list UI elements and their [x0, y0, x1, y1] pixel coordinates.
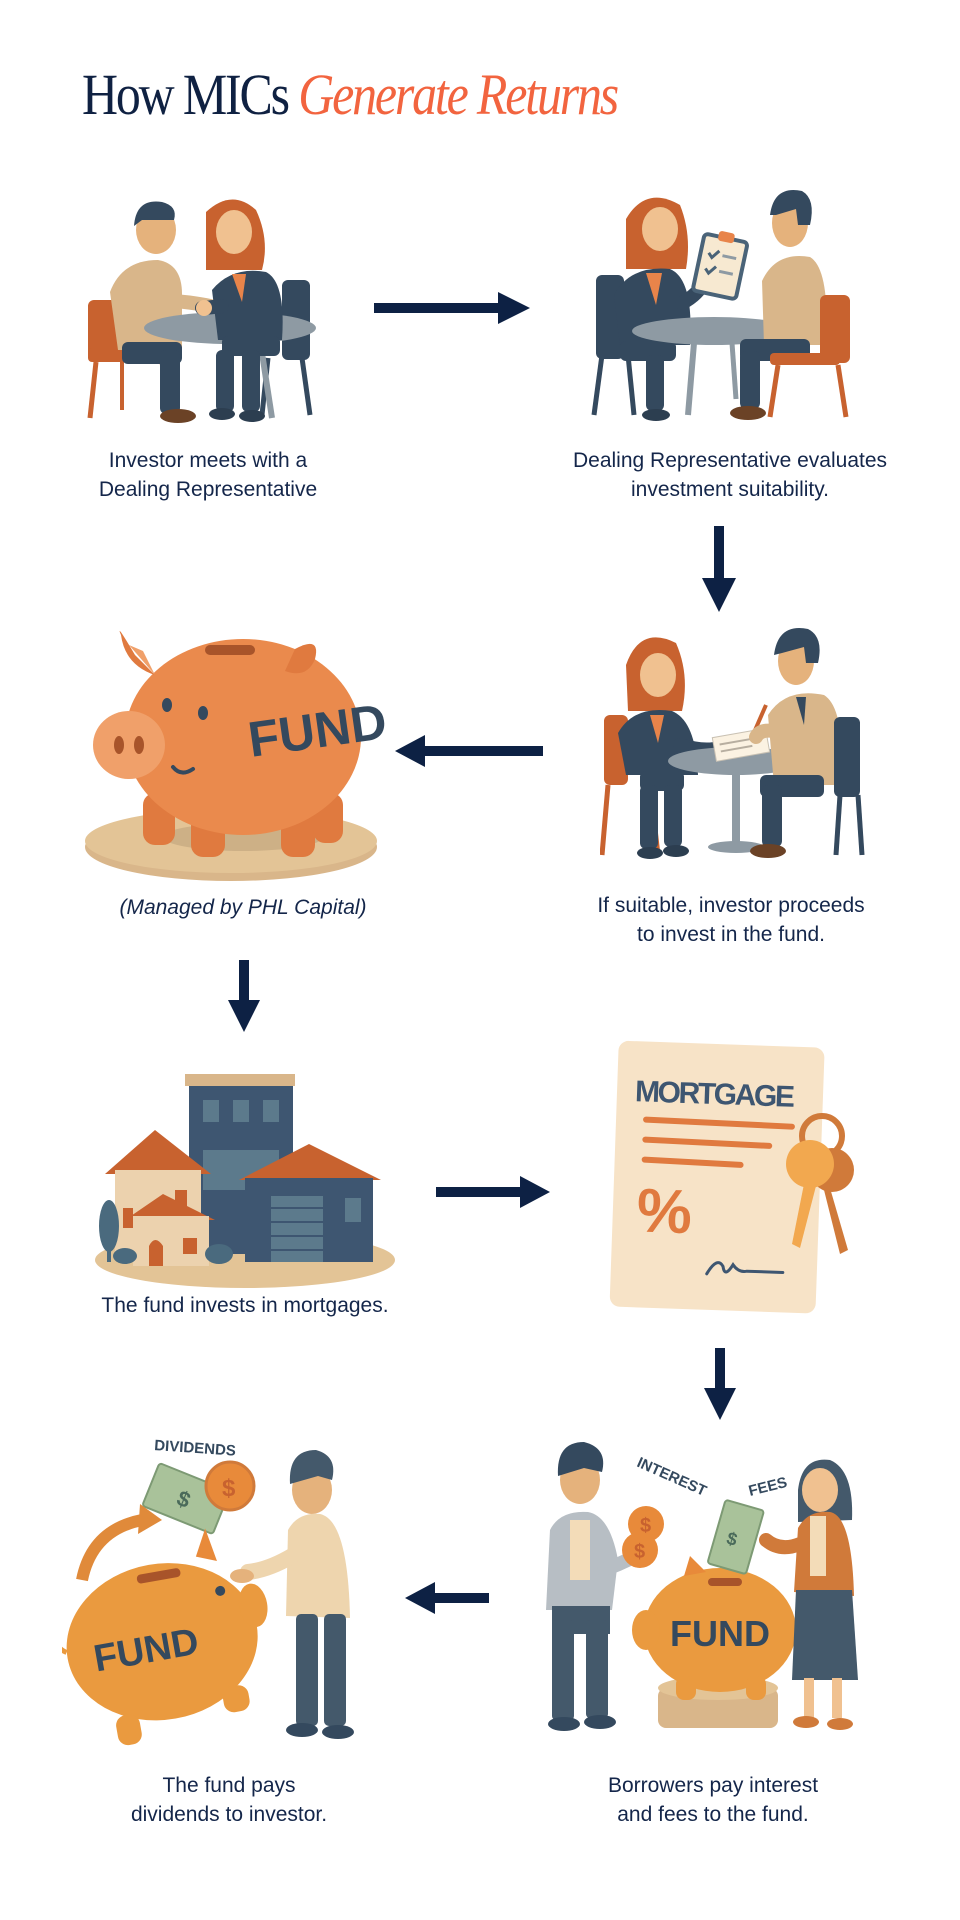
step-2-illustration: [590, 185, 860, 430]
arrow-right-icon: [374, 292, 530, 324]
caption-line: The fund invests in mortgages.: [101, 1294, 389, 1317]
caption-line: If suitable, investor proceeds: [597, 894, 865, 917]
caption-line: and fees to the fund.: [617, 1803, 809, 1826]
step-2-caption: Dealing Representative evaluates investm…: [530, 446, 930, 504]
arrow-right-1: [374, 292, 532, 324]
percent-symbol: %: [636, 1176, 694, 1247]
caption-line: dividends to investor.: [130, 1803, 328, 1826]
fund-label: FUND: [670, 1613, 770, 1654]
investor-meeting-handshake-icon: [87, 199, 316, 423]
fees-label: FEES: [747, 1474, 789, 1500]
caption-line: (Managed by PHL Capital): [119, 896, 367, 919]
step-7-caption: Borrowers pay interest and fees to the f…: [553, 1771, 873, 1829]
step-3-caption: If suitable, investor proceeds to invest…: [551, 891, 911, 949]
signing-documents-icon: [600, 628, 865, 859]
fund-pays-dividends-icon: DIVIDENDS $ $ FUND: [62, 1437, 354, 1746]
arrow-down-3: [704, 1348, 736, 1420]
svg-text:$: $: [634, 1541, 645, 1563]
step-7-illustration: INTEREST FEES $ $ FUND $: [540, 1420, 880, 1750]
svg-text:$: $: [640, 1515, 651, 1537]
title-part-2: Generate Returns: [298, 62, 619, 127]
page-title: How MICs Generate Returns: [82, 62, 619, 128]
arrow-left-1: [395, 735, 545, 767]
interest-label: INTEREST: [634, 1454, 709, 1500]
step-5-caption: The fund invests in mortgages.: [60, 1291, 430, 1320]
arrow-down-icon: [228, 960, 260, 1032]
arrow-left-2: [405, 1582, 491, 1614]
step-4-illustration: FUND: [85, 625, 385, 885]
houses-buildings-icon: [95, 1074, 395, 1288]
step-1-illustration: [82, 190, 342, 430]
caption-line: Dealing Representative: [98, 478, 318, 501]
arrow-down-icon: [704, 1348, 736, 1420]
arrow-left-icon: [405, 1582, 489, 1614]
arrow-down-2: [228, 960, 260, 1032]
step-3-illustration: [600, 625, 870, 875]
step-4-caption: (Managed by PHL Capital): [60, 893, 426, 922]
step-5-illustration: [95, 1070, 395, 1290]
representative-clipboard-evaluation-icon: [591, 190, 850, 421]
caption-line: investment suitability.: [630, 478, 830, 501]
arrow-right-icon: [436, 1176, 550, 1208]
step-8-illustration: DIVIDENDS $ $ FUND: [62, 1420, 382, 1760]
arrow-left-icon: [395, 735, 543, 767]
caption-line: Dealing Representative evaluates: [572, 449, 888, 472]
mortgage-document-keys-icon: MORTGAGE %: [609, 1040, 854, 1314]
mortgage-doc-title: MORTGAGE: [634, 1075, 795, 1114]
arrow-right-2: [436, 1176, 552, 1208]
caption-line: to invest in the fund.: [637, 923, 825, 946]
step-1-caption: Investor meets with a Dealing Representa…: [48, 446, 368, 504]
step-8-caption: The fund pays dividends to investor.: [64, 1771, 394, 1829]
arrow-down-1: [702, 526, 736, 612]
piggy-bank-fund-icon: FUND: [85, 630, 385, 881]
caption-line: The fund pays: [162, 1774, 296, 1797]
borrowers-pay-piggy-icon: INTEREST FEES $ $ FUND $: [546, 1442, 858, 1731]
caption-line: Borrowers pay interest: [607, 1774, 819, 1797]
caption-line: Investor meets with a: [108, 449, 308, 472]
svg-text:$: $: [222, 1475, 236, 1502]
step-6-illustration: MORTGAGE %: [604, 1040, 874, 1320]
dividends-label: DIVIDENDS: [154, 1437, 237, 1460]
title-part-1: How MICs: [82, 62, 290, 127]
arrow-down-icon: [702, 526, 736, 612]
